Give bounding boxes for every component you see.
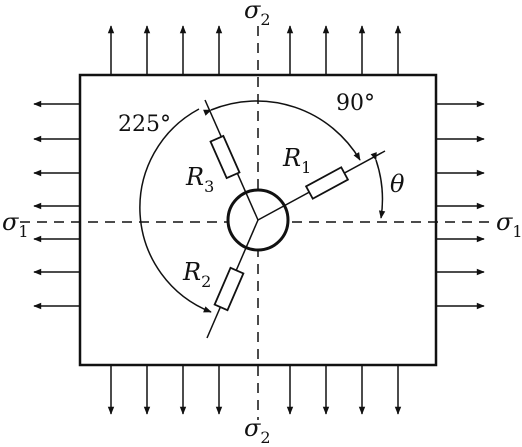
angle-90-label: 90° <box>336 91 375 116</box>
strain-gauge-r2 <box>213 266 245 312</box>
r1-label: R1 <box>282 144 311 177</box>
arc-225-degrees <box>139 108 212 313</box>
left-stress-arrows <box>33 100 80 310</box>
arc-theta <box>370 152 386 219</box>
r2-label: R2 <box>182 258 211 291</box>
strain-gauge-r3 <box>209 134 241 180</box>
bottom-stress-arrows <box>107 365 402 415</box>
sigma1-right-label: σ1 <box>496 208 522 241</box>
strain-gauge-r1 <box>304 166 350 200</box>
right-stress-arrows <box>436 100 485 310</box>
plate <box>78 73 438 367</box>
arc-90-degrees <box>203 100 361 161</box>
sigma1-left-label: σ1 <box>2 208 29 241</box>
theta-label: θ <box>390 170 405 198</box>
sigma2-top-label: σ2 <box>244 0 271 29</box>
r3-label: R3 <box>185 163 214 196</box>
top-stress-arrows <box>107 25 402 75</box>
angle-225-label: 225° <box>118 112 171 137</box>
sigma2-bottom-label: σ2 <box>244 414 271 447</box>
